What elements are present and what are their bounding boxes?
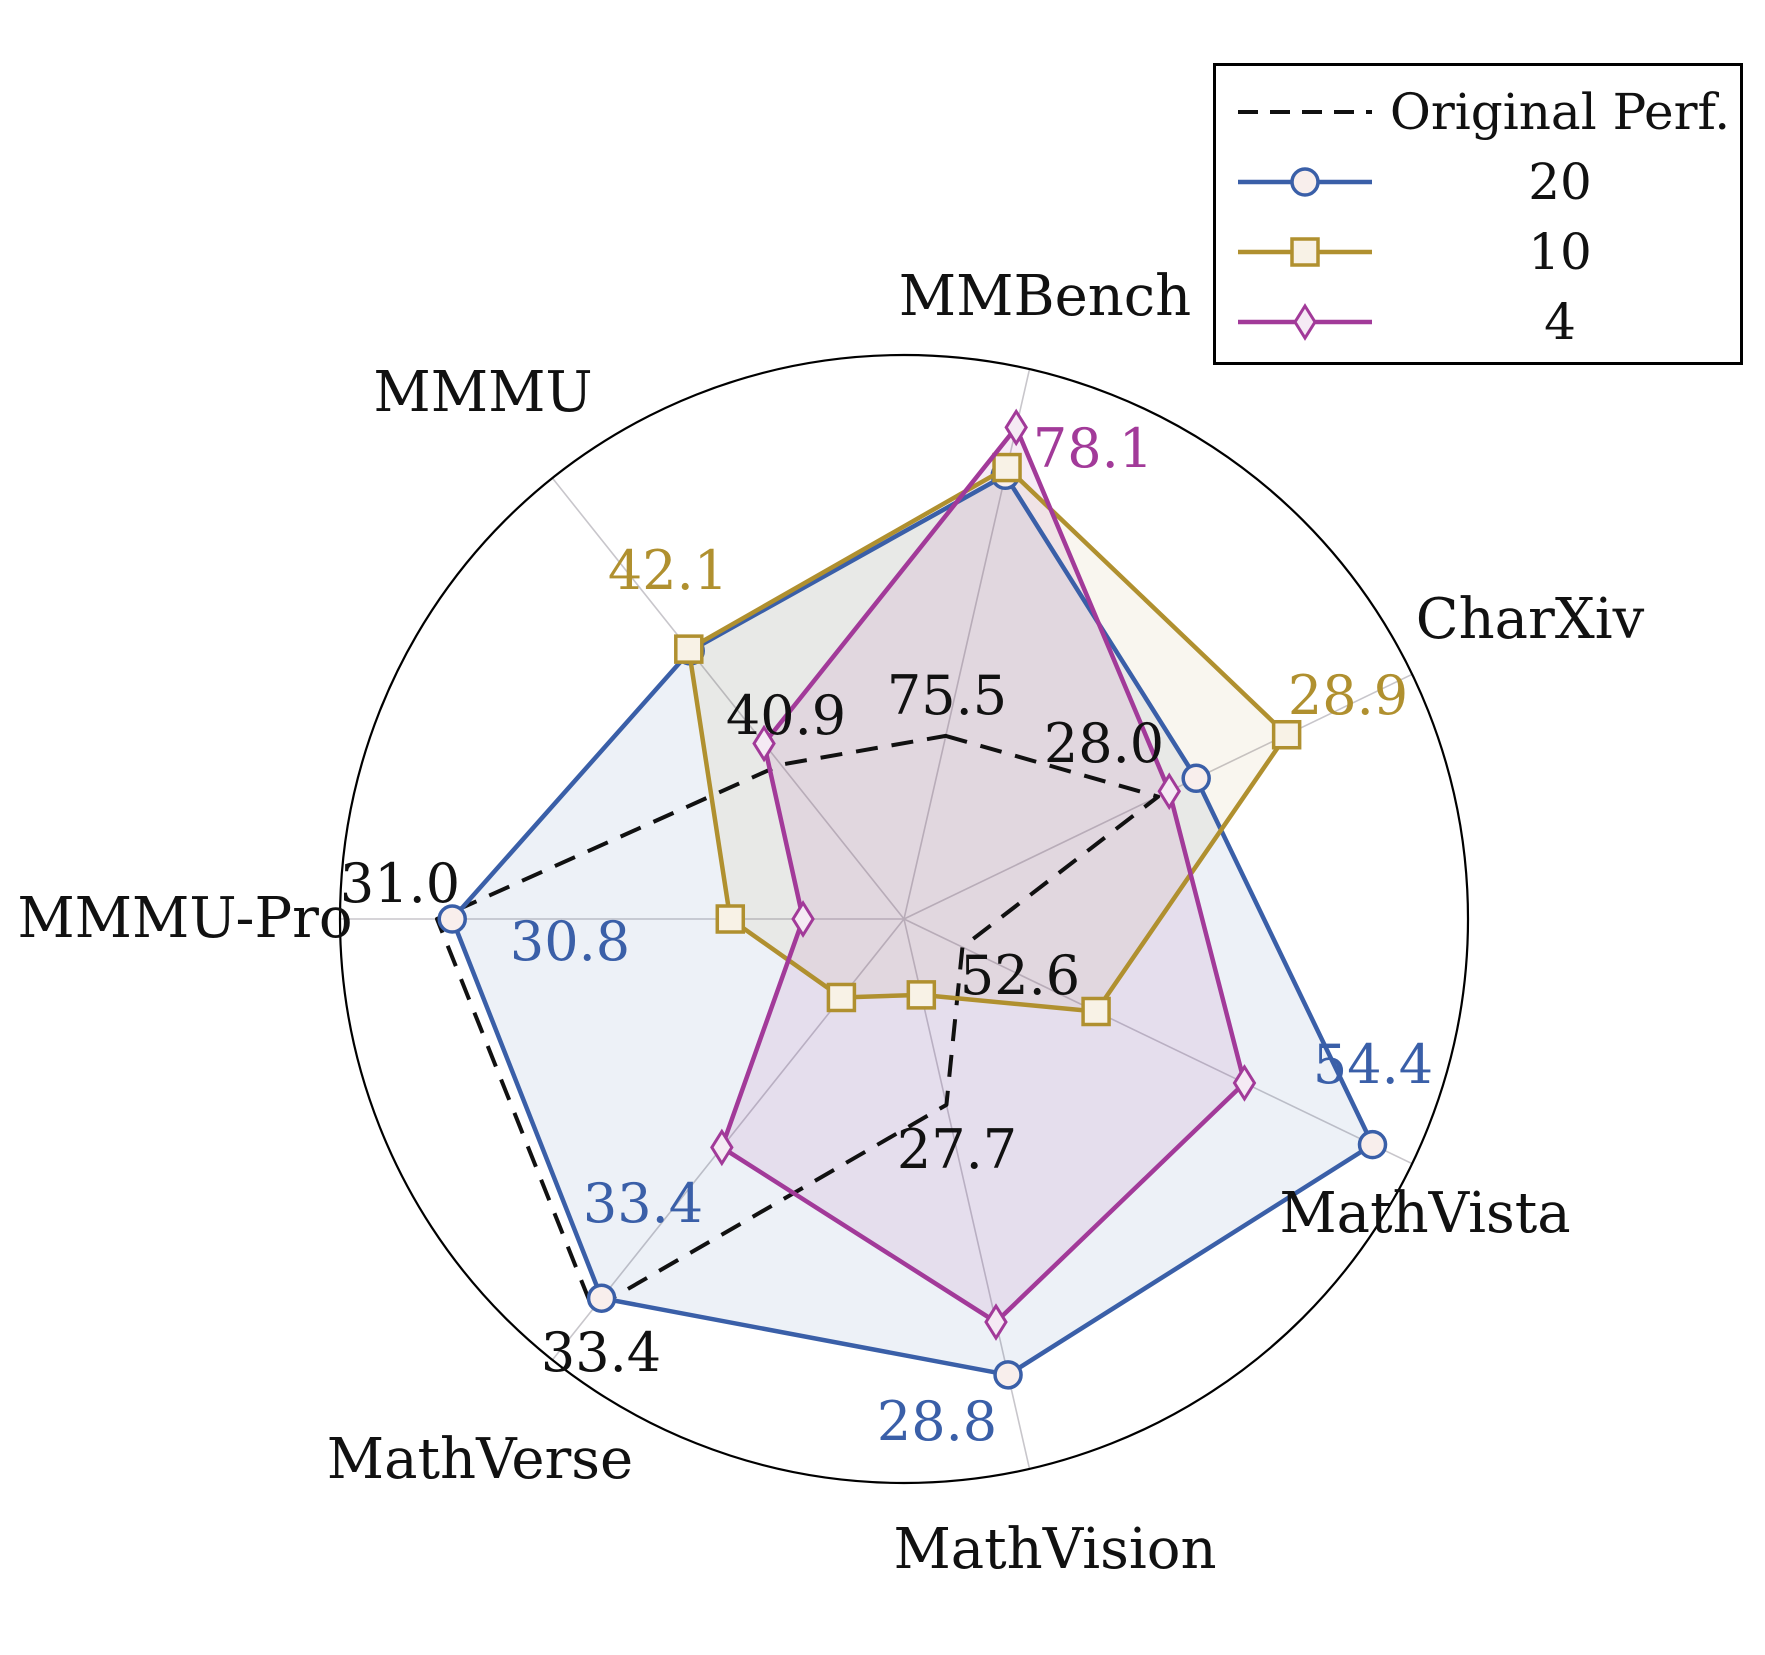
value-label-28-0-5: 28.0 [1044, 712, 1164, 775]
value-label-78-1-0: 78.1 [1033, 417, 1153, 480]
series-marker-20-charxiv [1181, 763, 1211, 794]
series-fill-20 [452, 475, 1373, 1375]
legend-row-original-perf: Original Perf. [1216, 77, 1740, 147]
series-line-10 [686, 465, 1289, 1014]
legend-sample-glyph [1238, 167, 1372, 197]
series-marker-10-mathvista [1081, 996, 1111, 1027]
series-marker-10-charxiv [1271, 719, 1302, 750]
axis-label-mmmu: MMMU [373, 360, 592, 425]
legend: Original Perf. 20 10 4 [1213, 63, 1743, 365]
axis-label-charxiv: CharXiv [1416, 587, 1645, 652]
legend-sample-glyph [1238, 237, 1372, 267]
value-label-52-6-8: 52.6 [960, 944, 1080, 1007]
outer-circle [338, 353, 1470, 1485]
series-marker-20-mathverse [586, 1283, 617, 1313]
legend-label-4: 4 [1544, 293, 1576, 351]
legend-sample-glyph [1238, 110, 1372, 114]
legend-label-10: 10 [1528, 223, 1592, 281]
value-label-75-5-1: 75.5 [887, 664, 1007, 727]
value-label-54-4-9: 54.4 [1313, 1033, 1433, 1096]
value-label-31-0-6: 31.0 [340, 852, 460, 915]
axis-label-mathvista: MathVista [1279, 1181, 1570, 1246]
axis-label-mathverse: MathVerse [327, 1427, 633, 1492]
value-label-30-8-7: 30.8 [510, 910, 630, 973]
series-marker-4-mmmu-pro [791, 900, 815, 938]
value-label-33-4-11: 33.4 [541, 1321, 661, 1384]
series-marker-4-mmmu [752, 724, 776, 763]
legend-row-20: 20 [1216, 147, 1740, 217]
value-label-40-9-3: 40.9 [726, 684, 846, 747]
legend-label-20: 20 [1528, 153, 1592, 211]
legend-circle-marker-icon [1290, 167, 1320, 197]
value-label-42-1-2: 42.1 [608, 539, 728, 602]
series-marker-4-mmbench [1004, 408, 1028, 447]
series-marker-20-mathvision [993, 1360, 1023, 1390]
legend-sample-glyph [1238, 303, 1372, 341]
axis-label-mmbench: MMBench [899, 264, 1191, 329]
legend-label-original-perf: Original Perf. [1389, 83, 1731, 141]
series-marker-10-mathvision [906, 980, 937, 1010]
series-fill-10 [688, 467, 1287, 1012]
series-line-4 [719, 425, 1247, 1325]
series-marker-10-mmmu-pro [715, 904, 746, 934]
legend-sample-20 [1230, 147, 1380, 217]
legend-sample-10 [1230, 217, 1380, 287]
series-marker-20-mathvista [1357, 1129, 1388, 1160]
series-marker-4-charxiv [1157, 772, 1182, 811]
axis-label-mathvision: MathVision [893, 1517, 1216, 1582]
legend-sample-original-perf [1230, 77, 1380, 147]
value-label-28-8-13: 28.8 [877, 1390, 997, 1453]
legend-square-marker-icon [1290, 237, 1320, 267]
axis-spoke-mmmu [551, 477, 905, 920]
value-label-33-4-10: 33.4 [583, 1172, 703, 1235]
series-marker-20-mmmu-pro [437, 904, 467, 934]
series-marker-4-mathvision [984, 1303, 1008, 1341]
value-label-27-7-12: 27.7 [897, 1118, 1017, 1181]
series-line-original-perf [435, 733, 1161, 1312]
legend-diamond-marker-icon [1293, 303, 1317, 341]
series-marker-10-mmbench [992, 452, 1022, 483]
series-marker-10-mmmu [674, 634, 704, 664]
legend-sample-4 [1230, 287, 1380, 357]
value-label-28-9-4: 28.9 [1288, 664, 1408, 727]
series-marker-4-mathverse [710, 1128, 734, 1167]
axis-spoke-mathvista [903, 918, 1413, 1165]
legend-row-10: 10 [1216, 217, 1740, 287]
series-line-20 [449, 473, 1375, 1378]
series-marker-10-mathverse [826, 982, 857, 1013]
legend-row-4: 4 [1216, 287, 1740, 357]
axis-label-mmmu-pro: MMMU-Pro [17, 886, 352, 951]
series-marker-4-mathvista [1232, 1064, 1257, 1102]
series-fill-4 [721, 427, 1245, 1323]
